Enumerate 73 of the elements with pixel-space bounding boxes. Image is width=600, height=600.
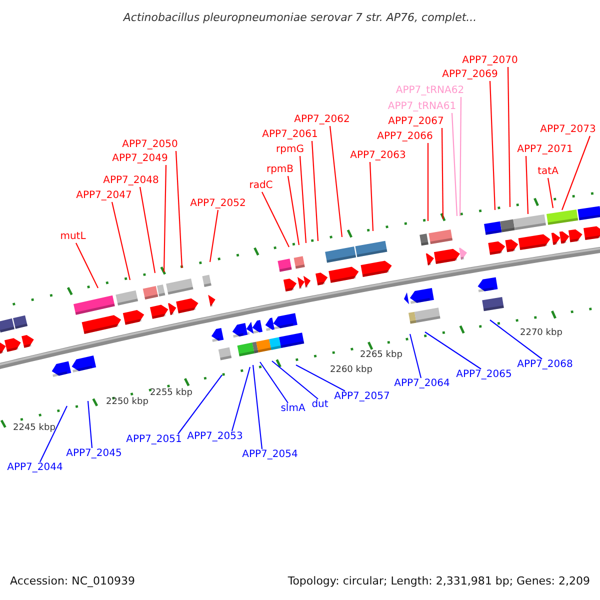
- leader-line: [299, 156, 307, 244]
- gene-label: dut: [312, 399, 328, 411]
- leader-line: [262, 192, 290, 248]
- leader-line: [424, 332, 482, 370]
- gene-label: APP7_2073: [540, 124, 596, 136]
- gene-label: APP7_2048: [103, 175, 159, 187]
- gene-label: APP7_2044: [7, 462, 63, 474]
- gene-label: APP7_2071: [517, 144, 573, 156]
- leader-line: [139, 186, 156, 274]
- gene-label: APP7_tRNA61: [388, 101, 456, 113]
- leader-line: [287, 176, 300, 246]
- gene-label: APP7_tRNA62: [396, 85, 464, 97]
- leader-line: [427, 143, 429, 221]
- gene-label: APP7_2057: [334, 391, 390, 403]
- gene-label: APP7_2050: [122, 139, 178, 151]
- leader-line: [296, 364, 346, 392]
- gene-label: APP7_2065: [456, 369, 512, 381]
- gene-label: tatA: [538, 166, 558, 178]
- gene-label: APP7_2067: [388, 116, 444, 128]
- leader-line: [409, 334, 422, 378]
- map-title: Actinobacillus pleuropneumoniae serovar 7 str. AP76, complet...: [122, 11, 478, 25]
- gene-label: APP7_2062: [294, 114, 350, 126]
- leader-line: [547, 178, 554, 208]
- gene-label: APP7_2051: [126, 434, 182, 446]
- leader-line: [329, 126, 343, 238]
- leader-line: [87, 400, 93, 448]
- scale-label: 2245 kbp: [13, 423, 56, 433]
- leader-line: [40, 406, 68, 462]
- gene-label: slmA: [280, 403, 306, 415]
- gene-label: APP7_2061: [262, 129, 318, 141]
- gene-label: APP7_2068: [517, 359, 573, 371]
- leader-line: [76, 242, 98, 288]
- gene-label: APP7_2053: [187, 431, 243, 443]
- leader-line: [525, 156, 529, 214]
- leader-line: [272, 360, 318, 400]
- scale-label: 2255 kbp: [150, 388, 192, 398]
- gene-label: APP7_2049: [112, 153, 168, 165]
- gene-label: APP7_2066: [377, 131, 433, 143]
- leader-line: [252, 364, 263, 450]
- gene-label: radC: [249, 180, 273, 192]
- gene-label: APP7_2063: [350, 150, 406, 162]
- gene-label: rpmB: [266, 164, 294, 176]
- leader-line: [231, 366, 251, 432]
- gene-label: rpmG: [276, 144, 304, 156]
- leader-line: [490, 320, 542, 360]
- gene-label: APP7_2045: [66, 448, 122, 460]
- leader-line: [441, 128, 444, 219]
- leader-line: [489, 80, 496, 210]
- gene-label: APP7_2054: [242, 449, 298, 461]
- leader-line: [311, 140, 319, 242]
- scale-label: 2250 kbp: [106, 397, 148, 407]
- leader-line: [260, 362, 288, 404]
- scale-label: 2265 kbp: [360, 350, 402, 360]
- footer-text: Topology: circular; Length: 2,331,981 bp; Genes: 2,209: [288, 574, 590, 588]
- gene-label: APP7_2052: [190, 198, 246, 210]
- leader-line: [507, 67, 511, 207]
- leader-line: [459, 97, 462, 216]
- leader-line: [175, 150, 183, 268]
- leader-line: [209, 210, 219, 262]
- leader-line: [451, 112, 458, 216]
- gene-label: APP7_2047: [76, 190, 132, 202]
- leader-line: [111, 202, 131, 280]
- leader-line: [163, 164, 167, 272]
- leader-line: [561, 136, 591, 210]
- scale-label: 2270 kbp: [520, 328, 562, 338]
- gene-label: APP7_2070: [462, 55, 518, 67]
- leader-line: [369, 162, 374, 232]
- gene-label: APP7_2069: [442, 69, 498, 81]
- footer-text: Accession: NC_010939: [10, 574, 136, 588]
- leader-line: [178, 374, 222, 434]
- gene-label: APP7_2064: [394, 378, 450, 390]
- scale-label: 2260 kbp: [330, 365, 372, 375]
- gene-label: mutL: [60, 231, 86, 243]
